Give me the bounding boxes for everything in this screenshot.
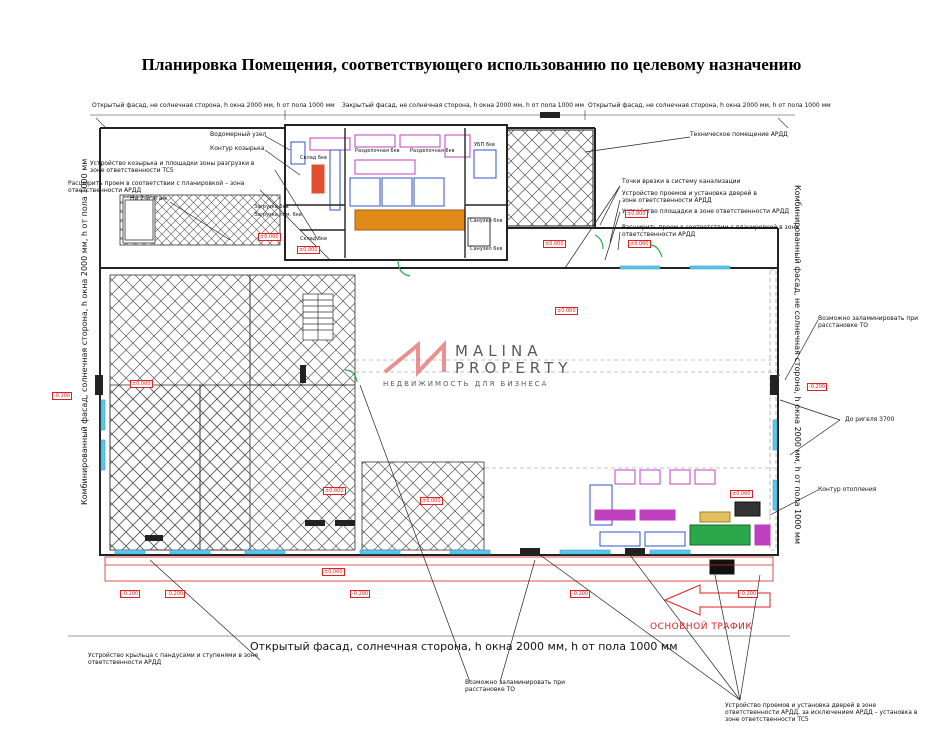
callout-second-floor: На 2-й этаж xyxy=(130,195,168,202)
level-mark: -0.200 xyxy=(52,392,73,400)
traffic-label: ОСНОВНОЙ ТРАФИК xyxy=(650,622,753,632)
leader-lines xyxy=(149,135,841,701)
level-mark: ±0.000 xyxy=(130,380,153,388)
level-mark: ±0.000 xyxy=(323,487,346,495)
room-label: Загрузка 6кв xyxy=(254,204,289,210)
level-mark: -0.200 xyxy=(120,590,141,598)
callout-tech-room: Техническое помещение АРДД xyxy=(690,131,788,138)
room-label: Склад 6кв xyxy=(300,155,327,161)
callout-porch: Устройство крыльца с пандусами и ступеня… xyxy=(88,652,259,666)
callout-heating: Контур отопления xyxy=(818,486,877,493)
callout-sewer: Точки врезки в систему канализации xyxy=(622,178,741,185)
watermark-subtitle: НЕДВИЖИМОСТЬ ДЛЯ БИЗНЕСА xyxy=(383,380,549,388)
level-mark: ±0.000 xyxy=(258,233,281,241)
callout-crossbar: До ригеля 3700 xyxy=(845,416,895,423)
room-label: Разделочная 6кв xyxy=(410,148,455,154)
level-mark: ±0.000 xyxy=(555,307,578,315)
porch xyxy=(104,556,774,582)
room-label: Санузел 6кв xyxy=(470,246,503,252)
page-title: Планировка Помещения, соответствующего и… xyxy=(141,55,802,74)
level-mark: ±0.000 xyxy=(730,490,753,498)
facade-right: Комбинированный фасад, не солнечная стор… xyxy=(793,185,802,544)
callout-expand-opening: Расширить проем в соответствии с планиро… xyxy=(68,180,245,194)
facade-bottom: Открытый фасад, солнечная сторона, h окн… xyxy=(250,640,678,653)
stair xyxy=(302,293,334,341)
level-mark: ±0.000 xyxy=(322,568,345,576)
room-label: УБП 6кв xyxy=(474,142,495,148)
room-label: Загрузка пом. 6кв xyxy=(254,212,302,218)
callout-tint-bottom: Возможно заламинировать при расстановке … xyxy=(465,679,565,693)
level-mark: ±0.000 xyxy=(628,240,651,248)
callout-canopy-device: Устройство козырька и площадки зоны разг… xyxy=(90,160,255,174)
outer-walls xyxy=(99,124,779,556)
watermark-logo xyxy=(383,340,446,377)
level-mark: -0.200 xyxy=(570,590,591,598)
level-mark: ±0.000 xyxy=(543,240,566,248)
level-mark: ±0.000 xyxy=(297,246,320,254)
callout-water: Водомерный узел xyxy=(210,131,267,138)
watermark-name-1: MALINA xyxy=(455,342,543,360)
doors xyxy=(344,234,781,392)
interior-walls xyxy=(285,128,507,258)
room-label: Склад 6кв xyxy=(300,236,327,242)
room-label: Разделочная 6кв xyxy=(355,148,400,154)
level-mark: -0.200 xyxy=(807,383,828,391)
loading-ramp xyxy=(119,194,281,246)
dashed-guides xyxy=(355,269,777,551)
level-mark: -0.200 xyxy=(738,590,759,598)
facade-left: Комбинированный фасад, солнечная сторона… xyxy=(80,158,89,505)
facade-top-right: Открытый фасад, не солнечная сторона, h … xyxy=(588,102,831,109)
watermark-name-2: PROPERTY xyxy=(455,359,573,377)
level-mark: ±0.000 xyxy=(420,497,443,505)
level-mark: -0.200 xyxy=(350,590,371,598)
level-mark: -0.200 xyxy=(165,590,186,598)
tech-room xyxy=(506,129,594,227)
sales-equipment xyxy=(589,469,771,575)
hatched-sales-area xyxy=(109,274,485,551)
kitchen-fixtures xyxy=(290,134,497,247)
top-dimension-line xyxy=(90,110,795,129)
callout-canopy-contour: Контур козырька xyxy=(210,145,265,152)
level-mark: ±0.000 xyxy=(625,210,648,218)
callout-door-install-bottom: Устройство проемов и установка дверей в … xyxy=(725,702,918,723)
callout-tint-right: Возможно заламинировать при расстановке … xyxy=(818,315,918,329)
facade-top-mid: Закрытый фасад, не солнечная сторона, h … xyxy=(342,102,585,109)
callout-platform: Устройство площадки в зоне ответственнос… xyxy=(622,208,790,215)
windows xyxy=(100,265,778,555)
traffic-arrow xyxy=(663,584,771,616)
facade-top-left: Открытый фасад, не солнечная сторона, h … xyxy=(92,102,335,109)
door-frames xyxy=(95,112,778,554)
room-label: Санузел 6кв xyxy=(470,218,503,224)
callout-expand-opening-2: Расширить проем в соответствии с планиро… xyxy=(622,224,799,238)
callout-door-install: Устройство проемов и установка дверей в … xyxy=(622,190,757,204)
